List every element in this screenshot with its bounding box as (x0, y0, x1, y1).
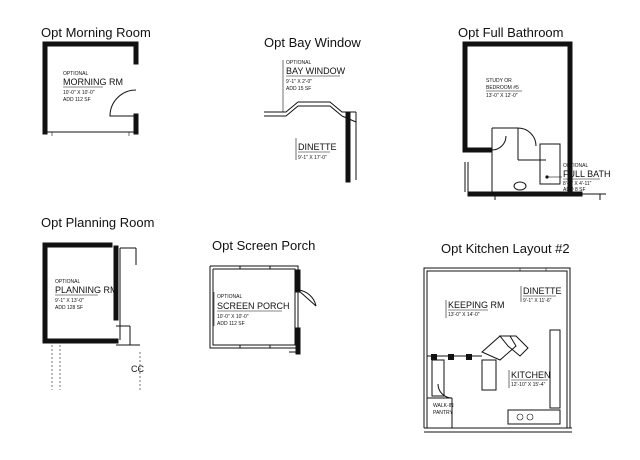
kitchen-dinette-dimensions: 9'-1" X 11'-6" (523, 298, 552, 304)
tub (539, 143, 561, 185)
study-name-line1: STUDY OR (486, 78, 512, 84)
kitchen-counter (481, 359, 497, 391)
bay-window-plan: OPTIONAL BAY WINDOW 9'-1" X 2'-0" ADD 15… (264, 60, 357, 183)
morning-room-title: Opt Morning Room (41, 25, 151, 40)
kitchen-layout-plan: WALK-IN PANTRY KEEPING RM 13'-0" X 14'-0… (423, 267, 572, 433)
full-bathroom-title: Opt Full Bathroom (458, 25, 564, 40)
morning-room-add-sf: ADD 112 SF (63, 97, 91, 103)
planning-room-dimensions: 9'-1" X 13'-0" (55, 298, 84, 304)
kitchen-layout-title: Opt Kitchen Layout #2 (441, 241, 570, 256)
screen-porch-add-sf: ADD 112 SF (217, 321, 245, 327)
dinette-name: DINETTE (298, 142, 337, 152)
planning-room-plan: CC OPTIONAL PLANNING RM 9'-1" X 13'-0" A… (42, 242, 144, 390)
kitchen-island (481, 335, 517, 361)
morning-room-plan: OPTIONAL MORNING RM 10'-0" X 10'-0" ADD … (42, 41, 139, 136)
planning-room-title: Opt Planning Room (41, 215, 155, 230)
pantry-line2: PANTRY (433, 410, 453, 416)
planning-partial-label: CC (131, 364, 144, 374)
kitchen-dinette-name: DINETTE (523, 286, 562, 296)
keeping-room-name: KEEPING RM (448, 300, 505, 310)
morning-room-dimensions: 10'-0" X 10'-0" (63, 90, 95, 96)
porch-optional-label: OPTIONAL (217, 294, 243, 300)
screen-porch-title: Opt Screen Porch (212, 238, 316, 253)
door-swing (109, 89, 137, 117)
full-bath-name: FULL BATH (563, 169, 611, 179)
kitchen-name: KITCHEN (511, 370, 551, 380)
screen-porch-name: SCREEN PORCH (217, 301, 290, 311)
screen-porch-dimensions: 10'-0" X 10'-0" (217, 314, 249, 320)
full-bathroom-plan: STUDY OR BEDROOM #5 13'-0" X 12'-0" OPTI… (462, 41, 611, 200)
bay-optional-label: OPTIONAL (286, 60, 312, 66)
bay-window-name: BAY WINDOW (286, 66, 346, 76)
toilet (513, 181, 527, 191)
bay-window-add-sf: ADD 15 SF (286, 86, 311, 92)
screen-porch-plan: OPTIONAL SCREEN PORCH 10'-0" X 10'-0" AD… (209, 265, 317, 355)
pantry-line1: WALK-IN (433, 403, 454, 409)
door-swing (517, 127, 537, 147)
keeping-room-dimensions: 13'-0" X 14'-0" (448, 312, 480, 318)
morning-room-name: MORNING RM (63, 77, 123, 87)
dinette-dimensions: 9'-1" X 17'-0" (298, 155, 327, 161)
planning-room-name: PLANNING RM (55, 285, 118, 295)
study-dimensions: 13'-0" X 12'-0" (486, 93, 518, 99)
planning-room-add-sf: ADD 128 SF (55, 305, 83, 311)
bay-window-dimensions: 9'-1" X 2'-0" (286, 79, 312, 85)
planning-optional-label: OPTIONAL (55, 279, 81, 285)
full-bath-add-sf: ADD 8 SF (563, 187, 586, 193)
bath-optional-label: OPTIONAL (563, 163, 589, 169)
study-name-line2: BEDROOM #5 (486, 85, 519, 91)
morning-optional-label: OPTIONAL (63, 71, 89, 77)
full-bath-dimensions: 8'-3" X 4'-11" (563, 181, 592, 187)
bay-window-outline (264, 101, 356, 113)
bay-window-title: Opt Bay Window (264, 35, 361, 50)
kitchen-dimensions: 12'-10" X 15'-4" (511, 382, 546, 388)
door-swing (297, 289, 317, 307)
